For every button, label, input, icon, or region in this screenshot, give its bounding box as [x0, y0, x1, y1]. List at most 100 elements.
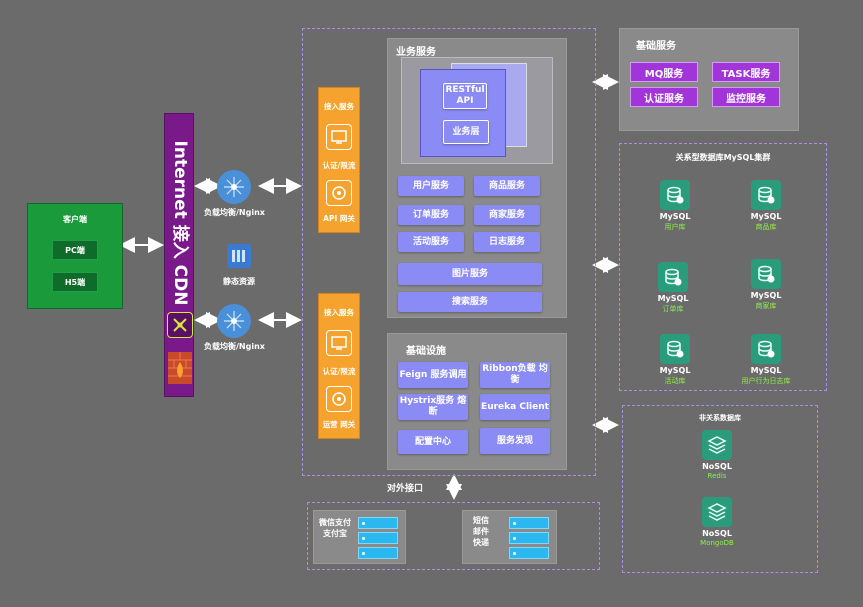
server-icon	[358, 547, 398, 559]
database-icon	[660, 334, 690, 364]
db-name: MongoDB	[700, 539, 734, 547]
db-type: MySQL	[659, 366, 691, 375]
database-icon	[751, 180, 781, 210]
basic-title: 基础服务	[636, 41, 676, 52]
database-icon	[658, 262, 688, 292]
static-resource-label: 静态资源	[223, 277, 255, 286]
mysql-db-0[interactable]: MySQL 用户库	[635, 180, 715, 232]
gateway-title: 接入服务	[324, 102, 354, 111]
infra-config[interactable]: 配置中心	[398, 430, 468, 454]
db-type: MySQL	[659, 212, 691, 221]
gateway-title: 接入服务	[324, 308, 354, 317]
db-name: 商品库	[755, 223, 777, 231]
mysql-db-4[interactable]: MySQL 活动库	[635, 334, 715, 386]
monitor-icon	[326, 124, 352, 150]
services-container	[302, 28, 596, 476]
db-type: MySQL	[750, 366, 782, 375]
service-image[interactable]: 图片服务	[398, 263, 542, 285]
server-icon	[358, 532, 398, 544]
service-auth[interactable]: 认证服务	[630, 87, 698, 107]
network-node-icon	[217, 304, 251, 338]
h5-client[interactable]: H5端	[52, 272, 98, 292]
nosql-title: 非关系数据库	[699, 414, 741, 422]
db-type: NoSQL	[702, 462, 732, 471]
pc-client[interactable]: PC端	[52, 240, 98, 260]
service-search[interactable]: 搜索服务	[398, 292, 542, 312]
nosql-cluster: 非关系数据库	[622, 405, 818, 573]
basic-services-panel: 基础服务 MQ服务 TASK服务 认证服务 监控服务	[619, 28, 799, 131]
server-icon	[509, 547, 549, 559]
layer-front: RESTful API 业务层	[420, 69, 506, 157]
server-icon	[509, 532, 549, 544]
messaging-label: 短信 邮件 快递	[473, 516, 489, 547]
mysql-cluster: 关系型数据库MySQL集群	[619, 143, 827, 391]
db-name: Redis	[707, 472, 727, 480]
db-name: 订单库	[662, 305, 684, 313]
infra-panel: 基础设施 Feign 服务调用 Ribbon负载 均衡 Hystrix服务 熔断…	[387, 333, 567, 470]
service-log[interactable]: 日志服务	[474, 232, 540, 252]
db-type: MySQL	[750, 212, 782, 221]
database-icon	[751, 334, 781, 364]
gateway-name: 运营 网关	[322, 420, 356, 429]
db-name: 用户库	[664, 223, 686, 231]
mysql-db-1[interactable]: MySQL 商品库	[726, 180, 806, 232]
stack-icon	[702, 497, 732, 527]
db-name: 用户行为日志库	[741, 377, 791, 385]
gateway-auth: 认证/限流	[322, 367, 356, 376]
mysql-title: 关系型数据库MySQL集群	[675, 153, 771, 162]
firewall-icon	[168, 352, 192, 384]
biz-layer-box[interactable]: 业务层	[443, 120, 489, 144]
infra-hystrix[interactable]: Hystrix服务 熔断	[398, 394, 468, 420]
restful-api-box[interactable]: RESTful API	[443, 83, 487, 109]
service-activity[interactable]: 活动服务	[398, 232, 464, 252]
service-merchant[interactable]: 商家服务	[474, 205, 540, 225]
mysql-db-3[interactable]: MySQL 商家库	[726, 259, 806, 311]
payment-box: 微信支付 支付宝	[313, 510, 406, 564]
gateway-icon	[326, 180, 352, 206]
monitor-icon	[326, 330, 352, 356]
service-task[interactable]: TASK服务	[712, 62, 780, 82]
stack-icon	[702, 430, 732, 460]
external-title: 对外接口	[387, 484, 424, 494]
service-user[interactable]: 用户服务	[398, 176, 464, 196]
db-name: 活动库	[664, 377, 686, 385]
business-panel: 业务服务 RESTful API 业务层 用户服务 商品服务 订单服务 商家服务…	[387, 38, 567, 318]
mysql-db-2[interactable]: MySQL 订单库	[633, 262, 713, 314]
messaging-box: 短信 邮件 快递	[462, 510, 557, 564]
network-hub-icon	[167, 312, 193, 338]
cdn-label: Internet 接入 CDN	[170, 140, 190, 306]
gateway-name: API 网关	[323, 214, 355, 223]
service-mq[interactable]: MQ服务	[630, 62, 698, 82]
load-balancer-label: 负载均衡/Nginx	[204, 342, 265, 351]
infra-ribbon[interactable]: Ribbon负载 均衡	[480, 362, 550, 388]
service-monitor[interactable]: 监控服务	[712, 87, 780, 107]
mysql-db-5[interactable]: MySQL 用户行为日志库	[726, 334, 806, 386]
business-title: 业务服务	[396, 47, 436, 58]
gateway-auth: 认证/限流	[322, 161, 356, 170]
infra-discovery[interactable]: 服务发现	[480, 428, 550, 454]
database-icon	[751, 259, 781, 289]
infra-title: 基础设施	[406, 346, 446, 357]
infra-feign[interactable]: Feign 服务调用	[398, 362, 468, 388]
gateway-icon	[326, 386, 352, 412]
db-type: MySQL	[657, 294, 689, 303]
cdn-bar: Internet 接入 CDN	[164, 113, 194, 397]
client-box: 客户端 PC端 H5端	[27, 203, 123, 309]
storage-icon	[227, 244, 251, 268]
gateway-ops: 接入服务 认证/限流 运营 网关	[318, 293, 360, 439]
client-title: 客户端	[63, 215, 87, 224]
db-name: 商家库	[755, 302, 777, 310]
load-balancer-label: 负载均衡/Nginx	[204, 208, 265, 217]
external-container	[307, 502, 600, 570]
gateway-api: 接入服务 认证/限流 API 网关	[318, 87, 360, 233]
load-balancer-bottom: 负载均衡/Nginx	[204, 304, 265, 352]
infra-eureka[interactable]: Eureka Client	[480, 394, 550, 420]
db-type: MySQL	[750, 291, 782, 300]
network-node-icon	[217, 170, 251, 204]
server-icon	[358, 517, 398, 529]
load-balancer-top: 负载均衡/Nginx	[204, 170, 265, 218]
service-product[interactable]: 商品服务	[474, 176, 540, 196]
service-order[interactable]: 订单服务	[398, 205, 464, 225]
